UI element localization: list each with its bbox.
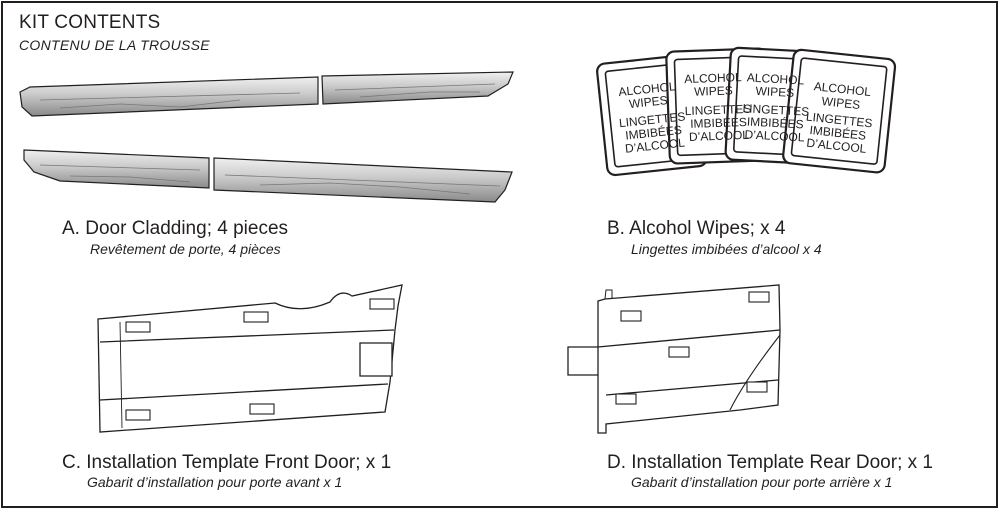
cladding-piece-2 xyxy=(321,71,514,105)
caption-alcohol-wipes-fr: Lingettes imbibées d’alcool x 4 xyxy=(631,241,822,257)
wipe-1-line5: D’ALCOOL xyxy=(624,136,685,156)
alcohol-wipe-4 xyxy=(782,48,897,174)
caption-door-cladding-fr: Revêtement de porte, 4 pièces xyxy=(90,241,281,257)
front-door-template-illustration xyxy=(97,284,403,433)
wipe-3-line2: WIPES xyxy=(755,84,794,100)
wipe-4-line1: ALCOHOL xyxy=(813,79,872,99)
cladding-piece-1 xyxy=(19,76,319,117)
wipe-3-line3: LINGETTES xyxy=(742,101,809,118)
wipe-3-line4: IMBIBÉES xyxy=(747,114,804,132)
rear-door-template-illustration xyxy=(567,284,781,434)
wipe-4-line2: WIPES xyxy=(821,94,861,112)
template-slot-group-d xyxy=(615,291,770,405)
caption-rear-door-template: D. Installation Template Rear Door; x 1 xyxy=(607,452,933,473)
wipe-1-line3: LINGETTES xyxy=(618,109,686,130)
door-cladding-illustration xyxy=(19,71,514,203)
wipe-4-line4: IMBIBÉES xyxy=(809,122,867,143)
page-title: KIT CONTENTS xyxy=(19,12,161,33)
caption-rear-door-template-fr: Gabarit d’installation pour porte arrièr… xyxy=(631,474,893,490)
wipe-1-line1: ALCOHOL xyxy=(618,79,677,99)
wipe-2-line1: ALCOHOL xyxy=(684,70,742,86)
wipe-2-line5: D’ALCOOL xyxy=(689,128,750,144)
caption-front-door-template: C. Installation Template Front Door; x 1 xyxy=(62,452,392,473)
wipe-3-line1: ALCOHOL xyxy=(747,70,805,87)
cladding-piece-3 xyxy=(23,149,210,189)
template-slot-group-c xyxy=(125,298,395,421)
wipe-3-line5: D’ALCOOL xyxy=(744,127,805,144)
caption-front-door-template-fr: Gabarit d’installation pour porte avant … xyxy=(87,474,343,490)
wipe-1-line4: IMBIBÉES xyxy=(625,122,683,143)
caption-alcohol-wipes: B. Alcohol Wipes; x 4 xyxy=(607,218,786,239)
page-subtitle: CONTENU DE LA TROUSSE xyxy=(19,37,210,53)
caption-door-cladding: A. Door Cladding; 4 pieces xyxy=(62,218,289,239)
wipe-4-line5: D’ALCOOL xyxy=(806,136,867,156)
cladding-piece-4 xyxy=(213,157,513,203)
wipe-1-line2: WIPES xyxy=(628,93,668,111)
alcohol-wipes-illustration: ALCOHOL WIPES LINGETTES IMBIBÉES D’ALCOO… xyxy=(596,46,897,177)
wipe-2-line2: WIPES xyxy=(694,83,733,98)
wipe-2-line3: LINGETTES xyxy=(685,102,752,118)
wipe-4-line3: LINGETTES xyxy=(805,110,873,131)
wipe-2-line4: IMBIBÉES xyxy=(690,114,747,131)
